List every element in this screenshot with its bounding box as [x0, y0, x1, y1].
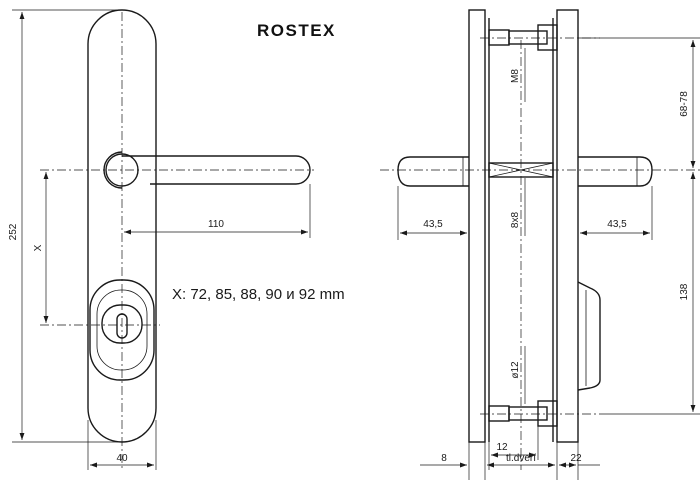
- front-cylinder-body: [101, 304, 143, 344]
- side-right-lever: [578, 156, 653, 187]
- side-left-lever: [397, 156, 469, 187]
- dim-8-label: 8: [441, 453, 447, 464]
- dim-252-label: 252: [8, 223, 19, 240]
- dim-43-5-right-label: 43,5: [607, 219, 627, 230]
- x-values-note: X: 72, 85, 88, 90 и 92 mm: [172, 286, 345, 303]
- dim-m8-label: M8: [510, 69, 521, 83]
- front-cylinder-rosette-inner: [96, 289, 148, 371]
- dim-8x8-label: 8x8: [510, 212, 521, 229]
- side-left-plate: [468, 9, 486, 443]
- side-top-stud-nut: [537, 24, 558, 51]
- dim-138-label: 138: [679, 283, 690, 300]
- side-bottom-stud-head: [488, 405, 510, 422]
- side-right-plate: [556, 9, 579, 443]
- dim-12-label: 12: [496, 442, 508, 453]
- front-cylinder-rosette-outer: [89, 279, 155, 381]
- front-keyhole: [116, 313, 128, 339]
- front-view: 252 X 110 40: [8, 9, 314, 470]
- side-bottom-stud-nut: [537, 400, 558, 427]
- side-top-stud-body: [508, 30, 548, 45]
- dim-110-label: 110: [208, 219, 224, 230]
- front-lever-handle: [122, 155, 311, 185]
- dim-x-label: X: [33, 244, 44, 251]
- dim-d12-label: ø12: [510, 361, 521, 379]
- brand-logo-text: ROSTEX: [257, 21, 336, 40]
- dim-43-5-left-label: 43,5: [423, 219, 443, 230]
- side-view: M8 8x8 ø12 68-78 138 43,5 43,5 12: [380, 9, 700, 480]
- dim-door-label: tl.dveří: [506, 453, 536, 464]
- side-cylinder-guard: [577, 281, 601, 391]
- front-lever-neck: [103, 151, 123, 189]
- side-bottom-stud-body: [508, 406, 548, 421]
- dim-40-label: 40: [116, 453, 128, 464]
- dim-22-label: 22: [570, 453, 582, 464]
- dim-68-78-label: 68-78: [679, 91, 690, 117]
- side-top-stud-head: [488, 29, 510, 46]
